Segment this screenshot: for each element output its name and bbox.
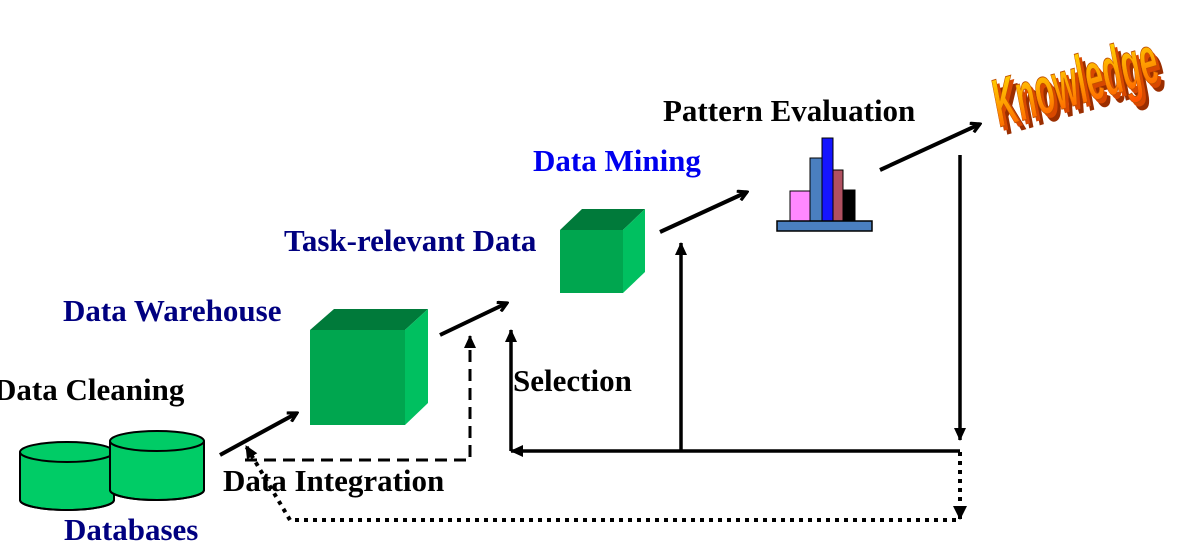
data-mining-label: Data Mining <box>533 143 701 178</box>
data-cleaning-label: Data Cleaning <box>0 372 185 407</box>
arrow-warehouse-to-task-data <box>439 303 507 337</box>
selection-label: Selection <box>513 363 632 398</box>
maroon-bar <box>832 169 844 222</box>
pink-bar <box>789 190 811 222</box>
pattern-evaluation-label: Pattern Evaluation <box>663 93 915 128</box>
databases-icon <box>19 430 205 511</box>
knowledge-wordart: Knowledge Knowledge Knowledge <box>983 22 1173 149</box>
arrow-task-data-to-mining <box>659 192 747 234</box>
task-relevant-data-cube-icon <box>560 209 645 293</box>
arrow-databases-to-warehouse <box>219 411 297 457</box>
data-integration-label: Data Integration <box>223 463 444 498</box>
database-cylinder-right <box>109 430 205 501</box>
dotted-arrow-down-head <box>953 506 967 520</box>
database-cylinder-left <box>19 441 115 511</box>
task-relevant-data-label: Task-relevant Data <box>284 223 537 258</box>
databases-label: Databases <box>64 512 198 547</box>
dashed-arrow-integration-to-warehouse <box>245 335 476 462</box>
steelblue-bar <box>809 157 823 222</box>
data-warehouse-cube-icon <box>310 309 428 425</box>
pattern-histogram-icon <box>776 137 873 232</box>
data-warehouse-label: Data Warehouse <box>63 293 281 328</box>
feedback-loop-solid <box>505 155 966 457</box>
arrow-pattern-to-knowledge <box>879 124 980 172</box>
blue-bar <box>821 137 834 222</box>
black-bar <box>842 189 856 222</box>
